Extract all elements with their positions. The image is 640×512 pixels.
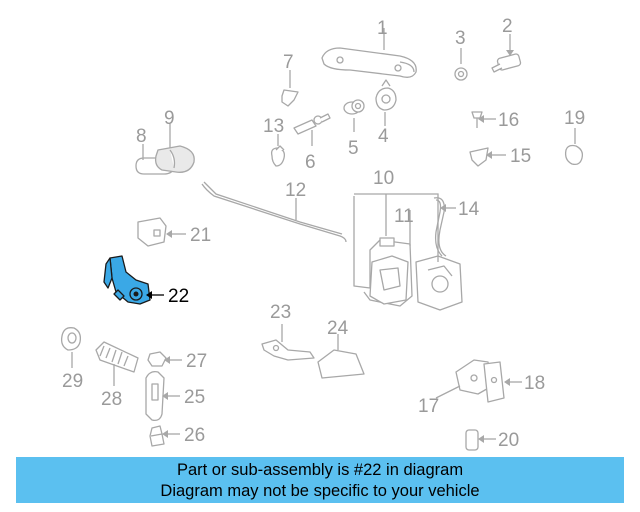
label-20: 20	[498, 430, 519, 451]
parts-diagram: 1 2 3 4 5 6 7	[60, 16, 585, 451]
part-25-cover[interactable]	[145, 370, 165, 422]
label-10: 10	[373, 168, 394, 189]
label-6: 6	[305, 152, 316, 173]
label-16: 16	[498, 110, 519, 131]
label-21: 21	[190, 225, 211, 246]
part-14-cable[interactable]	[433, 197, 447, 257]
label-14: 14	[458, 199, 480, 220]
part-23-bracket[interactable]	[261, 339, 315, 361]
label-1: 1	[377, 18, 388, 39]
label-7: 7	[283, 52, 294, 73]
part-21-bracket[interactable]	[137, 217, 167, 247]
label-23: 23	[270, 302, 291, 323]
label-18: 18	[524, 373, 545, 394]
part-3-nut[interactable]	[454, 67, 468, 81]
part-1-outside-handle[interactable]	[321, 47, 417, 78]
part-27-nut[interactable]	[147, 351, 167, 367]
label-22: 22	[168, 286, 189, 307]
label-24: 24	[327, 318, 349, 339]
label-25: 25	[184, 387, 205, 408]
part-12-control-rod[interactable]	[201, 181, 347, 243]
part-20-bumper[interactable]	[465, 429, 479, 451]
label-26: 26	[184, 425, 205, 446]
label-8: 8	[136, 126, 147, 147]
part-22-highlighted-bracket[interactable]	[103, 255, 151, 305]
part-10-latch-assembly[interactable]	[353, 196, 413, 307]
part-9-handle-housing[interactable]	[154, 145, 195, 173]
label-17: 17	[418, 396, 439, 417]
part-26-pin[interactable]	[149, 425, 165, 447]
label-3: 3	[455, 28, 466, 49]
part-4-lock-cylinder[interactable]	[375, 79, 397, 111]
label-19: 19	[564, 108, 585, 129]
part-7-spring-clip[interactable]	[281, 89, 299, 107]
label-15: 15	[510, 146, 531, 167]
part-5-bushing[interactable]	[343, 99, 365, 115]
part-24-wedge[interactable]	[317, 349, 365, 379]
part-2-bolt[interactable]	[491, 53, 522, 73]
part-28-boot[interactable]	[95, 341, 139, 373]
label-5: 5	[348, 138, 359, 159]
part-19-grommet[interactable]	[564, 144, 584, 166]
label-12: 12	[285, 180, 306, 201]
label-9: 9	[164, 108, 175, 129]
label-4: 4	[378, 126, 389, 147]
part-15-clip[interactable]	[469, 147, 489, 167]
part-18-hinge-plate[interactable]	[483, 361, 505, 403]
info-banner: Part or sub-assembly is #22 in diagram D…	[16, 457, 624, 503]
label-27: 27	[186, 351, 207, 372]
part-29-grommet[interactable]	[60, 327, 82, 351]
part-13-clip[interactable]	[270, 145, 286, 167]
label-2: 2	[502, 16, 513, 37]
banner-line-1: Part or sub-assembly is #22 in diagram	[176, 461, 464, 479]
label-13: 13	[263, 116, 284, 137]
banner-line-2: Diagram may not be specific to your vehi…	[160, 482, 480, 500]
label-11: 11	[394, 206, 414, 227]
label-29: 29	[62, 371, 83, 392]
label-28: 28	[101, 389, 122, 410]
part-11-latch[interactable]	[415, 255, 463, 311]
part-6-rod-clip[interactable]	[293, 113, 331, 135]
